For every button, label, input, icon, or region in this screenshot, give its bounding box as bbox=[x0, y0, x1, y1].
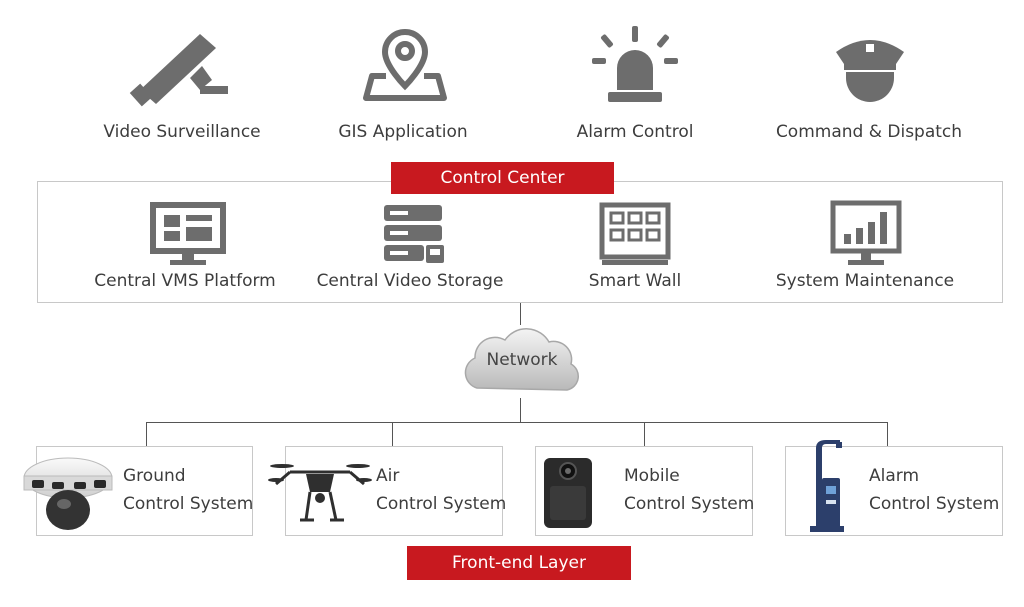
control-center-title: Control Center bbox=[391, 162, 614, 194]
device-label-ground: Ground Control System bbox=[123, 462, 253, 518]
body-camera-icon bbox=[544, 458, 592, 528]
control-center-item-label: System Maintenance bbox=[775, 271, 955, 291]
alarm-pole-icon bbox=[810, 440, 844, 532]
monitor-icon bbox=[150, 202, 226, 265]
device-label-air: Air Control System bbox=[376, 462, 506, 518]
drop-line-alarm bbox=[887, 422, 888, 446]
device-line1: Mobile bbox=[624, 466, 680, 486]
video-wall-icon bbox=[599, 202, 671, 265]
device-line2: Control System bbox=[869, 494, 1000, 514]
device-line2: Control System bbox=[376, 494, 507, 514]
network-uplink-line bbox=[520, 303, 521, 325]
drone-icon bbox=[268, 464, 372, 522]
top-app-label: GIS Application bbox=[338, 122, 468, 142]
top-app-label: Command & Dispatch bbox=[775, 122, 963, 142]
drop-line-ground bbox=[146, 422, 147, 446]
device-label-mobile: Mobile Control System bbox=[624, 462, 754, 518]
storage-server-icon bbox=[384, 205, 444, 263]
device-line2: Control System bbox=[123, 494, 254, 514]
top-app-label: Alarm Control bbox=[576, 122, 694, 142]
device-label-alarm: Alarm Control System bbox=[869, 462, 999, 518]
control-center-item-label: Central VMS Platform bbox=[94, 271, 276, 291]
map-pin-icon bbox=[363, 28, 447, 101]
drop-line-air bbox=[392, 422, 393, 446]
front-end-layer-title: Front-end Layer bbox=[407, 546, 631, 580]
front-end-bus-line bbox=[146, 422, 887, 423]
drop-line-mobile bbox=[644, 422, 645, 446]
device-line1: Ground bbox=[123, 466, 186, 486]
police-officer-icon bbox=[836, 40, 904, 102]
cloud-icon bbox=[464, 328, 579, 391]
control-center-item-label: Smart Wall bbox=[588, 271, 682, 291]
device-line1: Air bbox=[376, 466, 400, 486]
alarm-light-icon bbox=[592, 26, 678, 102]
control-center-item-label: Central Video Storage bbox=[316, 271, 504, 291]
top-app-label: Video Surveillance bbox=[103, 122, 261, 142]
dome-camera-icon bbox=[23, 457, 113, 530]
network-downlink-line bbox=[520, 398, 521, 422]
network-label: Network bbox=[486, 350, 558, 370]
bar-chart-monitor-icon bbox=[830, 200, 902, 265]
device-line2: Control System bbox=[624, 494, 755, 514]
device-line1: Alarm bbox=[869, 466, 920, 486]
camera-icon bbox=[129, 34, 228, 107]
